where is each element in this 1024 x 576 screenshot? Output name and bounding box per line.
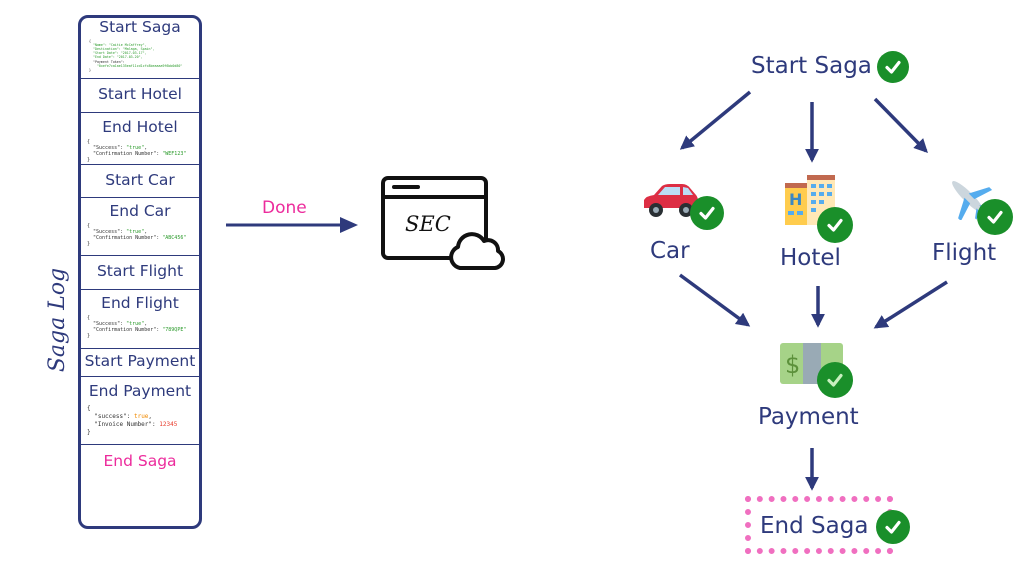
log-row-title: End Hotel [102, 118, 178, 136]
arrow-start-to-car [679, 90, 752, 150]
log-row-title: Start Hotel [98, 85, 182, 103]
log-row-json: { "Success": "true", "Confirmation Numbe… [87, 138, 187, 164]
car-node: Car [650, 238, 690, 264]
log-row-title: End Saga [103, 452, 177, 470]
hotel-node: Hotel [780, 245, 841, 271]
log-row-json: { "Success": "true", "Confirmation Numbe… [87, 222, 187, 248]
check-icon [817, 362, 853, 398]
log-row-json: { "Success": "true", "Confirmation Numbe… [87, 314, 187, 340]
browser-cloud-icon [381, 176, 505, 270]
start-saga-node: Start Saga [751, 53, 872, 79]
flight-node: Flight [932, 240, 997, 266]
log-row-end-saga: End Saga [81, 445, 199, 526]
car-icon [644, 184, 698, 217]
log-row-start-hotel: Start Hotel [81, 79, 199, 113]
log-row-title: Start Saga [99, 18, 181, 36]
log-row-json: { "Name": "Caitie McCaffrey", "Destinati… [89, 38, 183, 72]
log-row-end-hotel: End Hotel { "Success": "true", "Confirma… [81, 113, 199, 165]
log-row-end-payment: End Payment { "success": true, "Invoice … [81, 377, 199, 445]
log-row-end-car: End Car { "Success": "true", "Confirmati… [81, 198, 199, 256]
log-row-json: { "success": true, "Invoice Number": 123… [87, 404, 178, 436]
check-icon [876, 510, 910, 544]
log-row-start-car: Start Car [81, 165, 199, 198]
log-row-title: End Car [109, 202, 171, 220]
log-row-title: End Payment [88, 382, 192, 400]
check-icon [877, 51, 909, 83]
svg-text:H: H [789, 190, 802, 209]
arrow-flight-to-payment [873, 280, 948, 329]
log-row-start-payment: Start Payment [81, 349, 199, 377]
log-row-title: Start Payment [84, 352, 196, 370]
check-icon [817, 207, 853, 243]
log-row-end-flight: End Flight { "Success": "true", "Confirm… [81, 290, 199, 349]
payment-node: Payment [758, 404, 859, 430]
log-row-title: Start Car [105, 171, 175, 189]
check-icon [977, 199, 1013, 235]
svg-text:$: $ [785, 351, 800, 379]
log-row-title: Start Flight [96, 262, 184, 280]
check-icon [690, 196, 724, 230]
log-row-start-flight: Start Flight [81, 256, 199, 290]
arrow-car-to-payment [678, 273, 751, 327]
log-row-title: End Flight [101, 294, 179, 312]
sec-label: SEC [405, 212, 451, 236]
saga-log: Start Saga { "Name": "Caitie McCaffrey",… [78, 15, 202, 529]
done-label: Done [262, 198, 307, 218]
end-saga-node: End Saga [760, 513, 869, 539]
done-arrow [226, 217, 358, 233]
arrow-start-to-flight [873, 97, 928, 153]
log-row-start-saga: Start Saga { "Name": "Caitie McCaffrey",… [81, 18, 199, 79]
